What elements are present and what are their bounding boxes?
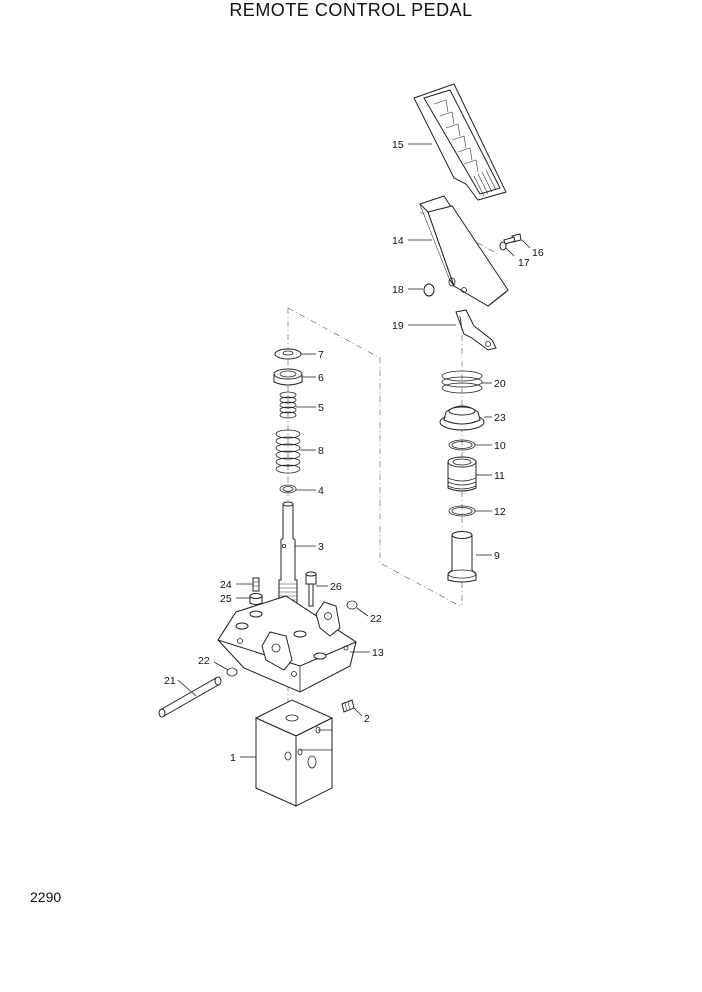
callout-21: 21 bbox=[164, 675, 176, 687]
callout-1: 1 bbox=[230, 752, 236, 764]
part-11-plug bbox=[447, 456, 477, 492]
callout-20: 20 bbox=[494, 378, 506, 390]
callout-18: 18 bbox=[392, 284, 404, 296]
callout-9: 9 bbox=[494, 550, 500, 562]
part-16-bolt bbox=[503, 233, 522, 245]
callout-4: 4 bbox=[318, 485, 324, 497]
callout-19: 19 bbox=[392, 320, 404, 332]
callout-26: 26 bbox=[330, 581, 342, 593]
part-22-o-ring-upper bbox=[346, 600, 358, 610]
part-26-cap-screw bbox=[305, 571, 317, 607]
leader-lines bbox=[177, 143, 531, 758]
callout-labels: 15 14 16 17 18 19 20 23 10 11 12 9 7 6 5… bbox=[164, 139, 544, 764]
part-25-plug bbox=[249, 593, 263, 605]
part-18-nut bbox=[423, 283, 435, 297]
part-24-set-screw bbox=[252, 577, 260, 592]
callout-14: 14 bbox=[392, 235, 404, 247]
part-13-base-plate bbox=[217, 595, 358, 693]
part-22-o-ring-lower bbox=[226, 667, 238, 677]
part-15-pedal-pad bbox=[413, 83, 507, 201]
part-19-cam-bracket bbox=[455, 309, 497, 351]
part-5-inner-spring bbox=[279, 391, 297, 419]
callout-10: 10 bbox=[494, 440, 506, 452]
page-title: REMOTE CONTROL PEDAL bbox=[229, 0, 473, 20]
part-6-spring-seat bbox=[273, 368, 303, 386]
callout-8: 8 bbox=[318, 445, 324, 457]
callout-3: 3 bbox=[318, 541, 324, 553]
callout-11: 11 bbox=[494, 470, 505, 482]
part-20-return-spring bbox=[441, 370, 483, 394]
callout-5: 5 bbox=[318, 402, 324, 414]
part-17-washer bbox=[499, 241, 507, 251]
part-14-pedal-body bbox=[419, 195, 509, 307]
part-8-outer-spring bbox=[275, 429, 301, 474]
callout-24: 24 bbox=[220, 579, 232, 591]
callout-12: 12 bbox=[494, 506, 506, 518]
part-9-push-rod bbox=[447, 531, 477, 583]
callout-13: 13 bbox=[372, 647, 384, 659]
callout-6: 6 bbox=[318, 372, 324, 384]
part-7-washer bbox=[274, 348, 302, 360]
callout-7: 7 bbox=[318, 349, 324, 361]
part-1-valve-body bbox=[254, 699, 334, 807]
part-3-spool bbox=[278, 501, 298, 605]
callout-2: 2 bbox=[364, 713, 370, 725]
part-23-boot bbox=[439, 405, 485, 431]
callout-22-lower: 22 bbox=[198, 655, 210, 667]
part-4-ring bbox=[279, 484, 297, 494]
part-2-plug-screw bbox=[341, 699, 355, 713]
part-12-o-ring bbox=[448, 505, 476, 517]
page-number: 2290 bbox=[30, 889, 62, 905]
part-21-pin bbox=[158, 676, 222, 718]
callout-25: 25 bbox=[220, 593, 232, 605]
callout-17: 17 bbox=[518, 257, 530, 269]
callout-22-upper: 22 bbox=[370, 613, 382, 625]
callout-23: 23 bbox=[494, 412, 506, 424]
callout-15: 15 bbox=[392, 139, 404, 151]
callout-16: 16 bbox=[532, 247, 544, 259]
